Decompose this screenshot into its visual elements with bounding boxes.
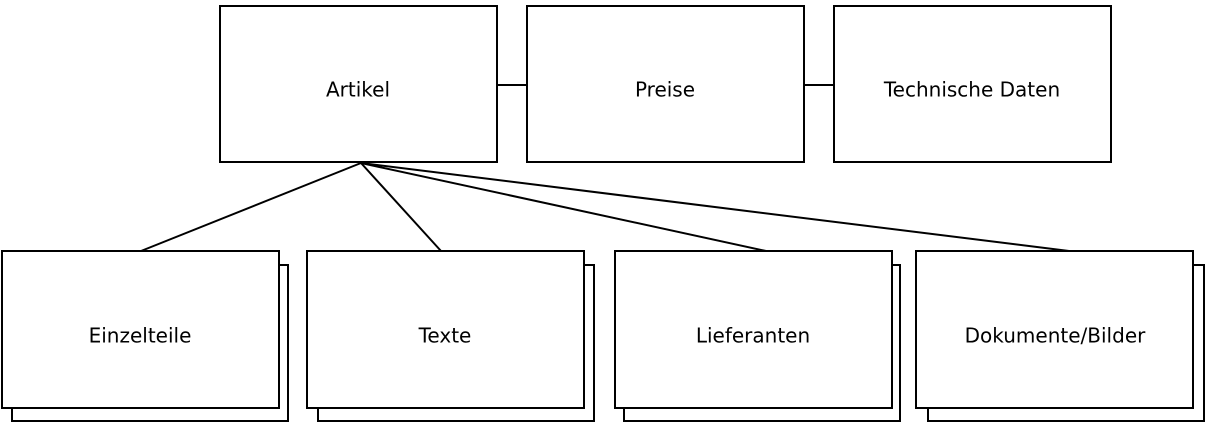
- connector-artikel-lieferanten: [360, 162, 767, 252]
- box-artikel: Artikel: [219, 5, 498, 163]
- stack-einzelteile: Einzelteile: [1, 250, 289, 422]
- connector-artikel-einzelteile: [140, 162, 362, 252]
- box-technische-daten: Technische Daten: [833, 5, 1112, 163]
- box-preise: Preise: [526, 5, 805, 163]
- box-texte-label: Texte: [418, 324, 472, 348]
- stack-dokumente-bilder-front: [915, 250, 1194, 409]
- stack-lieferanten-front: [614, 250, 893, 409]
- stack-dokumente-bilder: Dokumente/Bilder: [915, 250, 1205, 422]
- connector-artikel-dokumente-bilder: [360, 162, 1070, 252]
- box-technische-daten-label: Technische Daten: [883, 78, 1060, 102]
- box-lieferanten-label: Lieferanten: [696, 324, 810, 348]
- stack-texte: Texte: [306, 250, 595, 422]
- stack-texte-front: [306, 250, 585, 409]
- connector-artikel-texte: [360, 162, 442, 252]
- stack-einzelteile-front: [1, 250, 280, 409]
- box-preise-label: Preise: [635, 78, 695, 102]
- box-dokumente-bilder-label: Dokumente/Bilder: [965, 324, 1146, 348]
- box-artikel-label: Artikel: [326, 78, 390, 102]
- box-einzelteile-label: Einzelteile: [89, 324, 192, 348]
- stack-lieferanten: Lieferanten: [614, 250, 901, 422]
